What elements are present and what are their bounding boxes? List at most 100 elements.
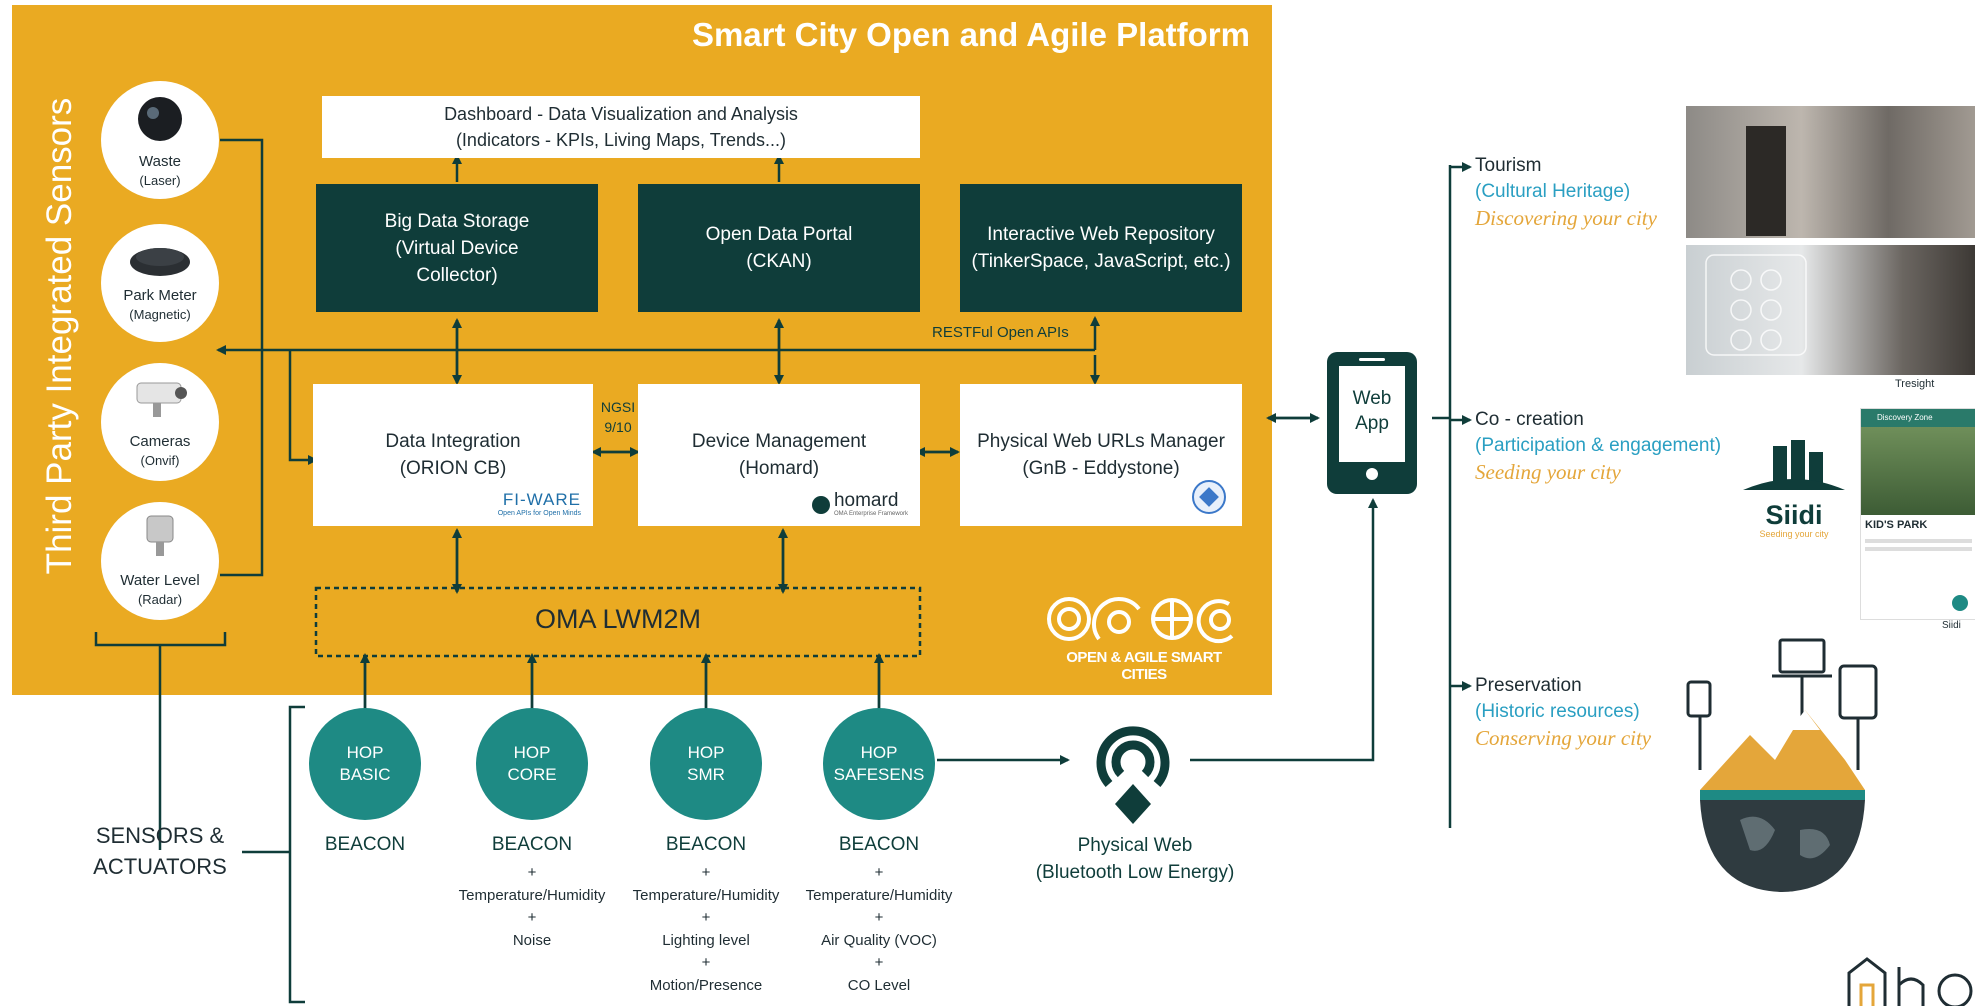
siidi-brand: Siidi bbox=[1765, 500, 1823, 530]
apis-label: RESTFul Open APIs bbox=[932, 324, 1069, 341]
item-title: Preservation bbox=[1475, 675, 1582, 696]
hop-line: HOP bbox=[687, 743, 725, 762]
hop-logo-icon bbox=[1847, 957, 1973, 1006]
park-photo bbox=[1861, 427, 1975, 515]
box-line: Device Management bbox=[691, 431, 867, 452]
open-data-portal-box: Open Data Portal (CKAN) bbox=[638, 184, 920, 312]
detail-line: + bbox=[701, 864, 711, 881]
preservation-illustration bbox=[1686, 638, 1878, 892]
hop-line: SAFESENS bbox=[833, 765, 925, 784]
oasc-logo: OPEN & AGILE SMART CITIES bbox=[1044, 594, 1244, 683]
park-meter-icon bbox=[130, 248, 190, 276]
label-line: SENSORS & bbox=[95, 823, 225, 848]
box-line: (ORION CB) bbox=[399, 458, 507, 479]
detail-line: + bbox=[701, 954, 711, 971]
hop-line: HOP bbox=[513, 743, 551, 762]
siidi-buildings-icon bbox=[1743, 440, 1845, 490]
detail-line: CO Level bbox=[847, 976, 911, 994]
siidi-logo: Siidi Seeding your city bbox=[1735, 438, 1853, 539]
oasc-text: OPEN & AGILE SMART CITIES bbox=[1066, 649, 1222, 683]
hop-line: HOP bbox=[860, 743, 898, 762]
hop-line: BASIC bbox=[339, 765, 391, 784]
sensor-label: Park Meter bbox=[123, 287, 197, 304]
fab-icon[interactable] bbox=[1952, 595, 1968, 611]
siidi-tagline: Seeding your city bbox=[1759, 529, 1829, 539]
item-title: Co - creation bbox=[1475, 409, 1584, 430]
detail-line: Noise bbox=[512, 931, 552, 949]
box-line: Data Integration bbox=[385, 431, 521, 452]
oasc-logo-icon bbox=[1047, 597, 1234, 644]
waste-sensor-icon bbox=[138, 97, 182, 141]
detail-line: + bbox=[874, 954, 884, 971]
ngsi-label: NGSI 9/10 bbox=[598, 397, 638, 437]
detail-line: + bbox=[527, 864, 537, 881]
hop-safesens: HOP SAFESENS bbox=[823, 708, 935, 820]
item-sub: (Cultural Heritage) bbox=[1475, 181, 1631, 202]
box-line: Open Data Portal bbox=[705, 224, 853, 245]
preservation-item: Preservation (Historic resources) Conser… bbox=[1475, 675, 1651, 751]
siidi-phone-screenshot: Discovery Zone KID'S PARK bbox=[1860, 408, 1975, 620]
hop-smr: HOP SMR bbox=[650, 708, 762, 820]
dashboard-line1: Dashboard - Data Visualization and Analy… bbox=[444, 104, 798, 124]
box-line: Big Data Storage bbox=[384, 210, 530, 232]
detail-line: + bbox=[874, 864, 884, 881]
item-sub: (Historic resources) bbox=[1475, 701, 1640, 722]
water-level-icon bbox=[146, 515, 174, 556]
sensor-waste: Waste (Laser) bbox=[101, 81, 219, 199]
hop-line: CORE bbox=[507, 765, 557, 784]
sensor-label: Waste bbox=[139, 153, 181, 170]
sensor-cameras: Cameras (Onvif) bbox=[101, 363, 219, 481]
beacon-label: BEACON bbox=[838, 834, 920, 855]
label-line: App bbox=[1355, 413, 1389, 434]
interactive-web-repository-box: Interactive Web Repository (TinkerSpace,… bbox=[960, 184, 1242, 312]
tourism-item: Tourism (Cultural Heritage) Discovering … bbox=[1475, 155, 1657, 231]
camera-icon bbox=[136, 382, 187, 417]
detail-line: Lighting level bbox=[662, 931, 750, 949]
sensor-park-meter: Park Meter (Magnetic) bbox=[101, 224, 219, 342]
logo-text: homard bbox=[833, 490, 899, 511]
platform-title: Smart City Open and Agile Platform bbox=[691, 16, 1250, 53]
speaker-icon bbox=[1359, 358, 1385, 361]
detail-line: Motion/Presence bbox=[649, 976, 763, 994]
box-line: (Homard) bbox=[738, 458, 820, 479]
tourism-photo-wearable bbox=[1686, 245, 1975, 375]
tresight-label: Tresight bbox=[1895, 378, 1935, 390]
big-data-storage-box: Big Data Storage (Virtual Device Collect… bbox=[316, 184, 598, 312]
physical-web-urls-manager-box: Physical Web URLs Manager (GnB - Eddysto… bbox=[960, 384, 1242, 526]
phone-header: Discovery Zone bbox=[1861, 409, 1975, 427]
detail-line: Air Quality (VOC) bbox=[821, 931, 937, 949]
sensors-actuators-label: SENSORS & ACTUATORS bbox=[80, 820, 240, 882]
logo-sub: Open APIs for Open Minds bbox=[497, 510, 581, 517]
physical-web-label: Physical Web (Bluetooth Low Energy) bbox=[1020, 832, 1250, 886]
logo-sub: OMA Enterprise Framework bbox=[833, 511, 908, 517]
hop-basic: HOP BASIC bbox=[309, 708, 421, 820]
beacon-label: BEACON bbox=[324, 834, 406, 855]
item-sub: (Participation & engagement) bbox=[1475, 435, 1722, 456]
detail-line: Temperature/Humidity bbox=[805, 886, 953, 904]
beacon-label: BEACON bbox=[491, 834, 573, 855]
web-app-phone[interactable]: Web App bbox=[1327, 352, 1417, 494]
ngsi-line: 9/10 bbox=[604, 419, 632, 435]
park-title: KID'S PARK bbox=[1865, 519, 1928, 531]
ngsi-line: NGSI bbox=[600, 399, 636, 415]
co-creation-item: Co - creation (Participation & engagemen… bbox=[1475, 409, 1721, 485]
dashboard-line2: (Indicators - KPIs, Living Maps, Trends.… bbox=[455, 130, 787, 150]
sensor-water-level: Water Level (Radar) bbox=[101, 502, 219, 620]
label-line: Web bbox=[1352, 388, 1392, 409]
detail-line: Temperature/Humidity bbox=[632, 886, 780, 904]
tourism-photo-street bbox=[1686, 106, 1975, 238]
item-tagline: Conserving your city bbox=[1475, 726, 1652, 750]
home-button-icon bbox=[1366, 468, 1378, 480]
watch-interface-icon bbox=[1705, 254, 1807, 356]
list-line bbox=[1865, 547, 1972, 551]
box-line: Interactive Web Repository bbox=[987, 224, 1215, 245]
box-line: (Virtual Device bbox=[395, 237, 519, 259]
detail-line: Temperature/Humidity bbox=[458, 886, 606, 904]
item-tagline: Discovering your city bbox=[1475, 206, 1657, 230]
sensor-sub: (Magnetic) bbox=[129, 307, 191, 322]
item-tagline: Seeding your city bbox=[1475, 460, 1621, 484]
label-line: ACTUATORS bbox=[93, 854, 227, 879]
homard-logo: homard OMA Enterprise Framework bbox=[811, 490, 908, 518]
sensor-sub: (Radar) bbox=[137, 592, 183, 607]
